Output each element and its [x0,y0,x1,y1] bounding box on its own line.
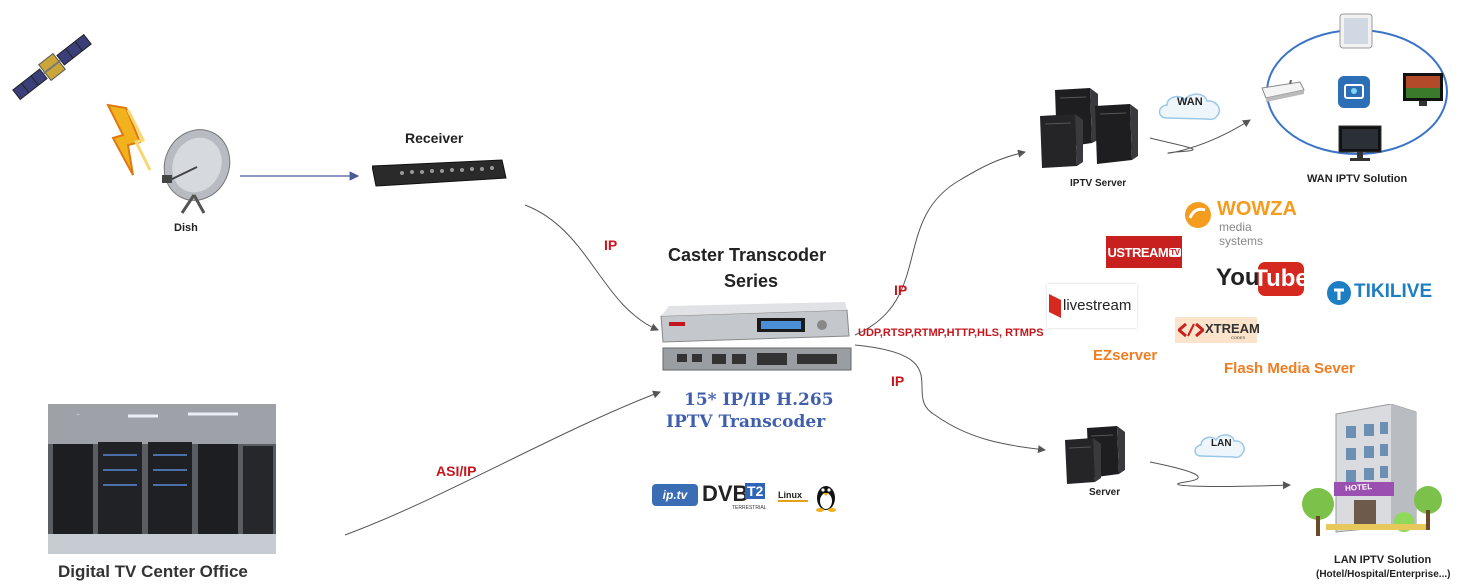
iptv-logo: ip.tv [652,484,698,506]
t2-logo-text: T2 [745,483,766,499]
digital-tv-to-transcoder-arrow [344,390,661,536]
iptv-logo-text: ip.tv [662,488,688,502]
dish-icon [162,129,231,214]
wowza-logo-text: WOWZA [1217,198,1297,220]
xtream-sub-text: CODES [1231,335,1246,340]
lan-line [1149,461,1291,490]
transcoder-title-line2: Series [724,271,779,291]
transcoder-device [660,302,852,371]
wan-cloud-icon [1158,93,1221,121]
wowza-mark-icon [1185,202,1211,228]
transcoder-model-line2: IPTV Transcoder [666,412,826,432]
transcoder-to-server-arrow [854,344,1046,454]
signal-icon [106,103,152,176]
server-icon [1065,426,1125,484]
satellite-icon [12,33,92,101]
transcoder-to-iptv-server-arrow [854,149,1026,336]
youtube-logo: You Tube [1216,262,1309,298]
linux-logo: Linux [778,486,838,514]
iptv-server-label: IPTV Server [1070,178,1127,189]
router-icon [1261,80,1305,102]
tv-icon [1403,73,1443,106]
ip-output-bottom-label: IP [891,373,905,389]
tux-icon [816,486,836,512]
livestream-logo-text: livestream [1063,297,1132,314]
ustream-logo: USTREAM TV [1106,236,1182,268]
tablet-icon [1339,13,1373,49]
terrestrial-text: TERRESTRIAL [732,505,767,511]
linux-logo-text: Linux [778,490,802,500]
xtream-code-icon [1178,323,1204,337]
lan-cloud-icon [1194,434,1245,459]
ustream-tv-text: TV [1169,247,1181,257]
datacenter-image [48,404,276,554]
lan-solution-sub-label: (Hotel/Hospital/Enterprise...) [1316,569,1451,580]
tikilive-logo: TIKILIVE [1326,278,1441,308]
tikilive-mark-icon [1327,281,1351,305]
ustream-logo-text: USTREAM [1107,244,1169,260]
livestream-logo: livestream [1047,284,1137,328]
xtream-logo: XTREAM CODES [1175,317,1260,343]
monitor-icon [1338,125,1382,161]
protocols-label: UDP,RTSP,RTMP,HTTP,HLS, RTMPS [858,327,1044,339]
tikilive-logo-text: TIKILIVE [1354,281,1433,302]
transcoder-model-line1: 15* IP/IP H.265 [684,390,834,410]
receiver-to-transcoder-arrow [524,204,659,331]
asi-ip-label: ASI/IP [436,463,477,479]
server-label: Server [1089,487,1121,498]
ip-output-top-label: IP [894,282,908,298]
iptv-app-icon [1338,76,1370,108]
wan-line [1149,119,1251,154]
dvb-t2-logo: DVB T2 TERRESTRIAL [702,481,766,513]
lan-label: LAN [1211,438,1232,449]
ip-input-label: IP [604,237,618,253]
receiver-device [372,159,507,187]
youtube-tube-text: Tube [1253,262,1309,296]
receiver-label: Receiver [405,130,464,146]
transcoder-title-line1: Caster Transcoder [668,245,827,265]
wowza-sub-text: media systems [1219,220,1264,248]
dvb-logo-text: DVB [702,481,749,506]
flash-media-label: Flash Media Sever [1224,360,1355,377]
hotel-sign-text: HOTEL [1344,482,1373,493]
wan-solution-label: WAN IPTV Solution [1307,173,1408,185]
lan-solution-label: LAN IPTV Solution [1334,554,1432,566]
wowza-logo: WOWZA media systems [1183,198,1297,248]
dish-label: Dish [174,222,198,234]
iptv-server-icon [1040,88,1138,168]
digital-tv-label: Digital TV Center Office [58,562,248,581]
wan-label: WAN [1177,96,1203,108]
hotel-icon [1302,404,1442,536]
youtube-you-text: You [1216,264,1260,291]
ezserver-label: EZserver [1093,347,1158,364]
xtream-logo-text: XTREAM [1205,321,1260,336]
